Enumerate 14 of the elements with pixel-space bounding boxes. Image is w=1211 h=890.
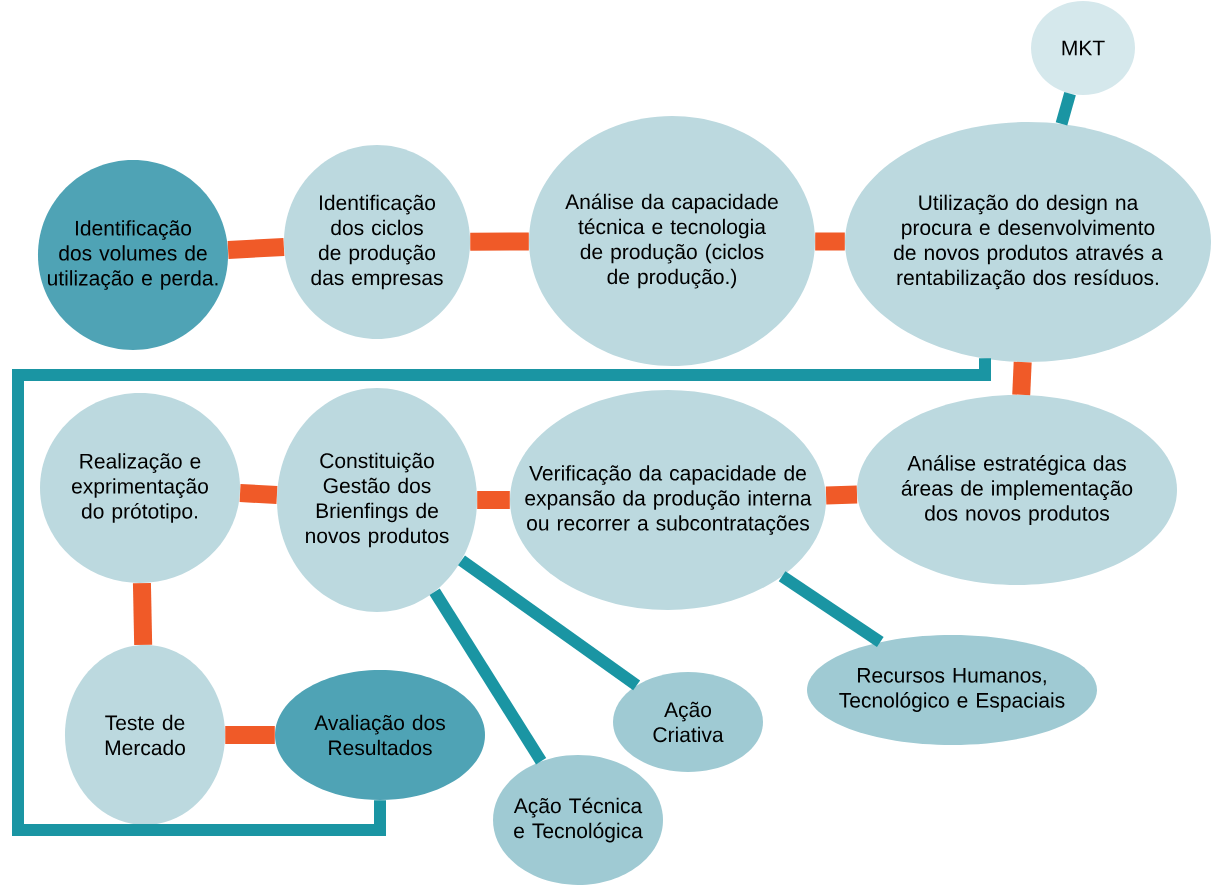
connector-bar — [239, 484, 278, 504]
connector-line — [429, 588, 547, 765]
connector-bar — [227, 237, 285, 259]
connector-bar — [477, 491, 510, 509]
connector-bar — [815, 232, 845, 251]
connector-line — [778, 571, 884, 647]
connector-line — [458, 555, 641, 691]
connector-bar — [1012, 361, 1032, 396]
connector-bar — [470, 232, 529, 251]
connector-bar — [225, 726, 275, 744]
connector-line — [12, 357, 991, 836]
connector-bar — [132, 583, 153, 645]
connector-bar — [825, 485, 858, 505]
connector-line — [1055, 92, 1076, 126]
